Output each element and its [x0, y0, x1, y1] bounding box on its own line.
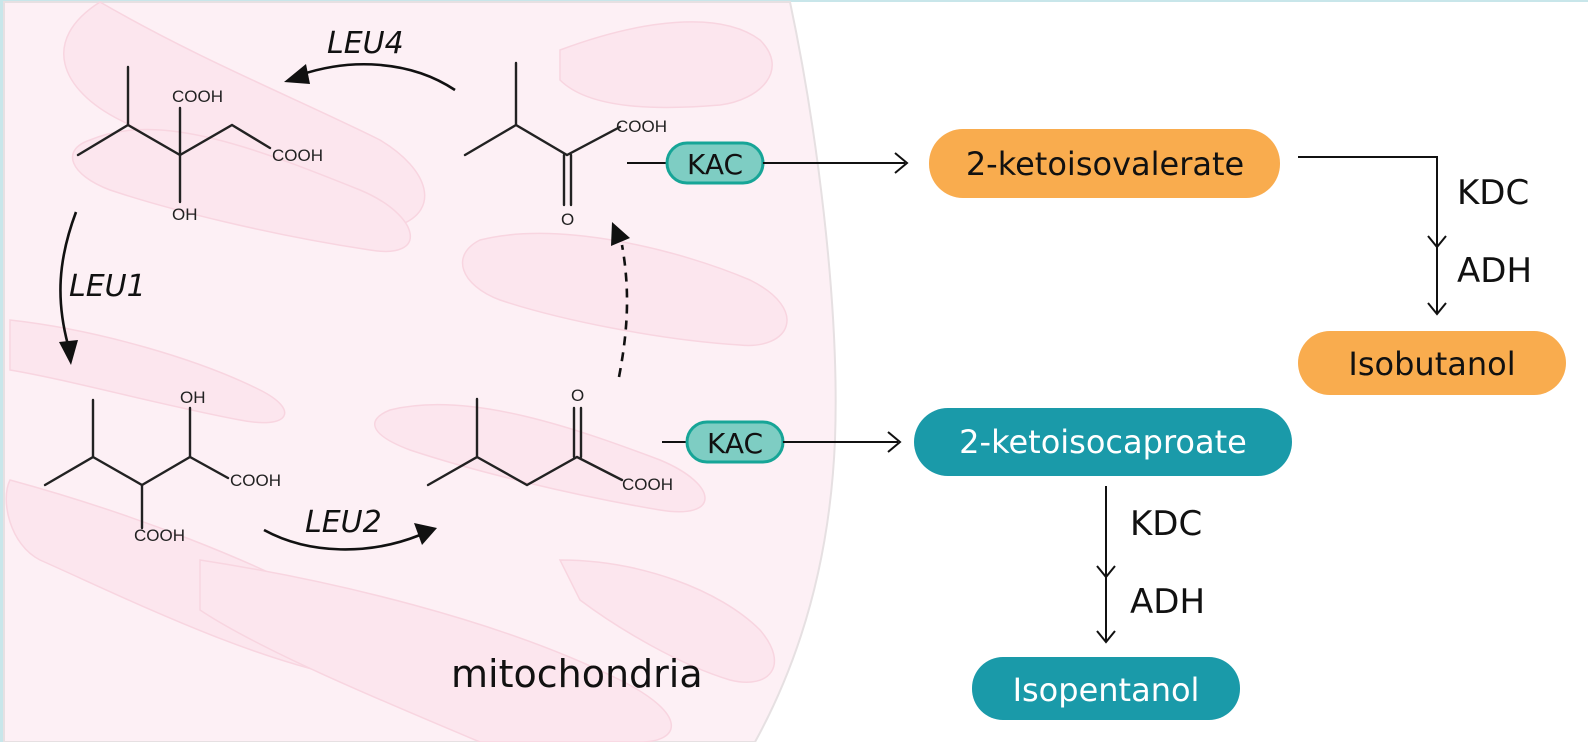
group-o: O	[571, 386, 584, 405]
enzyme-label-leu2: LEU2	[305, 505, 382, 540]
group-cooh: COOH	[134, 526, 185, 545]
step-label-adh: ADH	[1457, 251, 1532, 291]
group-o: O	[561, 210, 574, 229]
mitochondrion	[3, 1, 837, 742]
arrow-leu2	[263, 523, 437, 551]
node-isopentanol: Isopentanol	[972, 657, 1240, 720]
arrow-to-isobutanol	[1298, 156, 1447, 316]
node-label: 2-ketoisovalerate	[966, 145, 1244, 183]
node-label: Isopentanol	[1013, 671, 1200, 709]
node-label: Isobutanol	[1348, 345, 1515, 383]
arrow-leu1	[59, 211, 78, 365]
node-label: 2-ketoisocaproate	[959, 423, 1247, 461]
arrow-leu4	[284, 63, 456, 92]
group-cooh: COOH	[230, 471, 281, 490]
enzyme-label-leu4: LEU4	[327, 26, 404, 61]
step-label-kdc: KDC	[1457, 173, 1529, 213]
mitochondria-label: mitochondria	[451, 652, 703, 696]
step-label-adh: ADH	[1130, 582, 1205, 622]
kac-label: KAC	[687, 148, 743, 181]
molecule-ketoisovalerate-mito: COOH O	[463, 61, 667, 229]
group-cooh: COOH	[172, 87, 223, 106]
step-label-kdc: KDC	[1130, 504, 1202, 544]
node-2-ketoisovalerate: 2-ketoisovalerate	[929, 129, 1280, 198]
node-isobutanol: Isobutanol	[1298, 331, 1566, 395]
enzyme-label-leu1: LEU1	[69, 269, 146, 304]
group-cooh: COOH	[622, 475, 673, 494]
group-oh: OH	[172, 205, 198, 224]
arrow-dashed	[611, 222, 630, 378]
molecule-isopropylmalate-beta: OH COOH COOH	[43, 388, 281, 545]
arrow-to-isopentanol	[1096, 486, 1116, 644]
group-cooh: COOH	[272, 146, 323, 165]
transporter-kac-2: KAC	[662, 420, 902, 464]
molecule-isopropylmalate: COOH COOH OH	[76, 65, 323, 224]
node-2-ketoisocaproate: 2-ketoisocaproate	[914, 408, 1292, 476]
kac-label: KAC	[707, 427, 763, 460]
molecule-ketoisocaproate-mito: O COOH	[426, 386, 673, 494]
group-cooh: COOH	[616, 117, 667, 136]
transporter-kac-1: KAC	[627, 141, 909, 185]
group-oh: OH	[180, 388, 206, 407]
